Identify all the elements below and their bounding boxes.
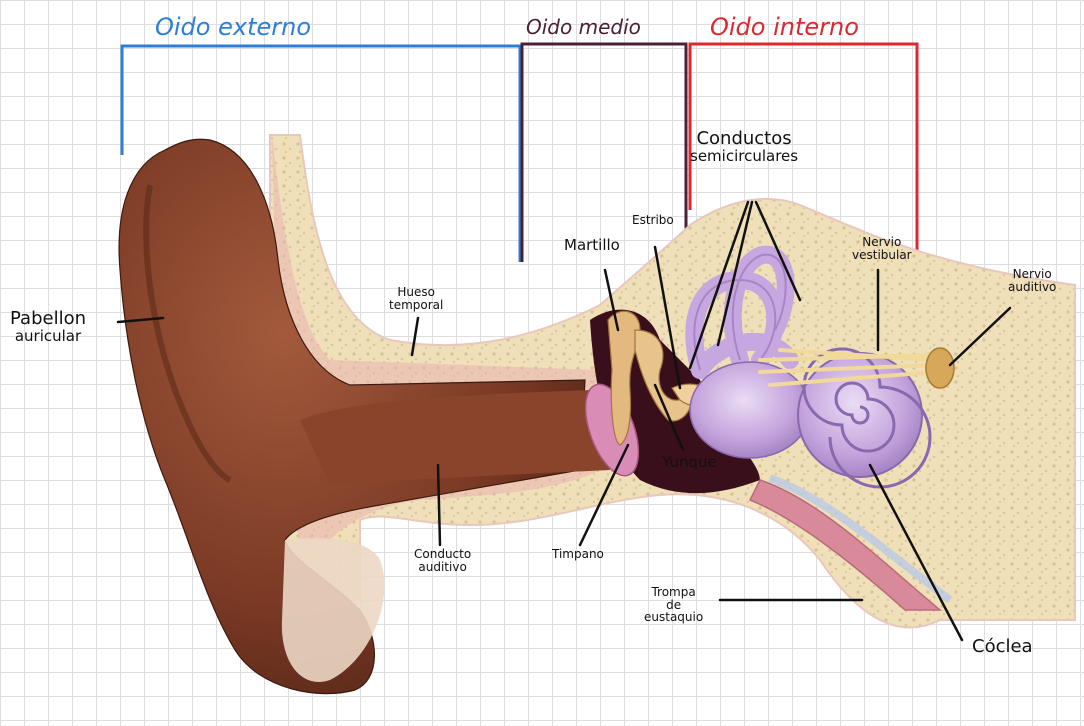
label-timpano: Timpano	[552, 548, 604, 561]
label-trompa-line1: Trompa	[644, 586, 703, 599]
section-title-inner: Oido interno	[710, 13, 859, 41]
label-vestibular-line1: Nervio	[852, 236, 912, 249]
section-title-middle: Oido medio	[526, 15, 641, 39]
section-title-external: Oido externo	[155, 13, 311, 41]
label-estribo: Estribo	[632, 214, 674, 227]
label-conducto-line2: auditivo	[414, 561, 471, 574]
label-nervio-vestibular: Nervio vestibular	[852, 236, 912, 261]
label-conductos-semicirculares: Conductos semicirculares	[690, 130, 798, 165]
vestibule	[690, 362, 810, 458]
label-conducto-auditivo: Conducto auditivo	[414, 548, 471, 573]
label-pabellon-line2: auricular	[10, 329, 86, 345]
label-yunque: Yunque	[662, 455, 717, 471]
label-conducto-line1: Conducto	[414, 548, 471, 561]
label-auditivo-line1: Nervio	[1008, 268, 1056, 281]
label-hueso-temporal: Hueso temporal	[389, 286, 443, 311]
label-trompa-eustaquio: Trompa de eustaquio	[644, 586, 703, 624]
label-hueso-line1: Hueso	[389, 286, 443, 299]
label-nervio-auditivo: Nervio auditivo	[1008, 268, 1056, 293]
label-martillo: Martillo	[564, 238, 620, 254]
label-semic-line2: semicirculares	[690, 149, 798, 165]
label-coclea: Cóclea	[972, 638, 1033, 657]
nerve-end	[926, 348, 954, 388]
label-trompa-line3: eustaquio	[644, 611, 703, 624]
label-hueso-line2: temporal	[389, 299, 443, 312]
label-vestibular-line2: vestibular	[852, 249, 912, 262]
bracket-middle	[522, 44, 686, 262]
label-auditivo-line2: auditivo	[1008, 281, 1056, 294]
label-pabellon-auricular: Pabellon auricular	[10, 310, 86, 345]
